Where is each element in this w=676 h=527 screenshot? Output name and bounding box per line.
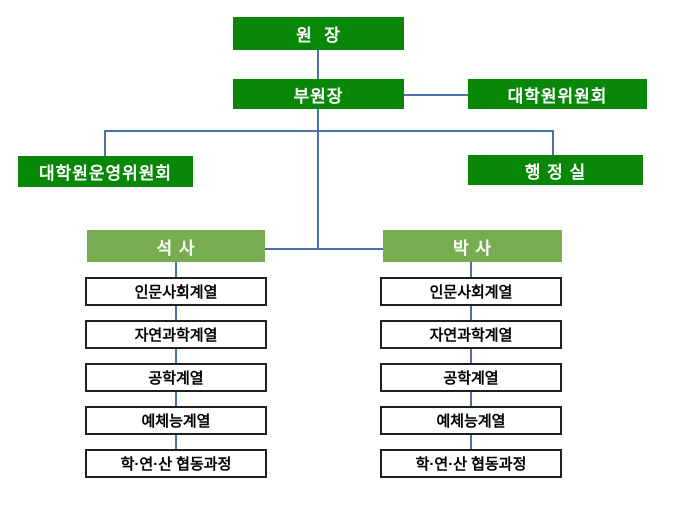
dept-box-doctoral-engineering: 공학계열 [380, 363, 562, 392]
dept-box-doctoral-humanities: 인문사회계열 [380, 277, 562, 306]
org-node-doctoral: 박 사 [383, 230, 562, 262]
connector-steering-stub [104, 130, 106, 156]
connector-left-stub [175, 349, 177, 363]
org-node-steering-committee: 대학원운영위원회 [18, 156, 193, 187]
dept-box-masters-engineering: 공학계열 [85, 363, 267, 392]
connector-left-stub [175, 306, 177, 320]
connector-director-vice [317, 50, 319, 79]
dept-box-masters-cooperative: 학·연·산 협동과정 [85, 449, 267, 478]
connector-right-stub [470, 349, 472, 363]
connector-left-stub [175, 262, 177, 277]
connector-masters-doctoral [265, 248, 383, 250]
org-node-masters: 석 사 [87, 230, 265, 262]
connector-left-stub [175, 435, 177, 449]
dept-box-doctoral-arts-sports: 예체능계열 [380, 406, 562, 435]
org-node-director: 원 장 [233, 17, 404, 50]
connector-vice-trunk [317, 109, 319, 250]
connector-admin-stub [552, 130, 554, 155]
connector-left-stub [175, 392, 177, 406]
connector-right-stub [470, 435, 472, 449]
dept-box-doctoral-cooperative: 학·연·산 협동과정 [380, 449, 562, 478]
dept-box-masters-natural-sciences: 자연과학계열 [85, 320, 267, 349]
connector-vice-committee [400, 94, 468, 96]
org-node-admin-office: 행 정 실 [468, 155, 643, 185]
org-node-graduate-committee: 대학원위원회 [468, 79, 647, 109]
connector-right-stub [470, 392, 472, 406]
connector-right-stub [470, 262, 472, 277]
dept-box-masters-humanities: 인문사회계열 [85, 277, 267, 306]
connector-main-horizontal [104, 130, 554, 132]
org-node-vice-director: 부원장 [233, 79, 404, 109]
dept-box-doctoral-natural-sciences: 자연과학계열 [380, 320, 562, 349]
dept-box-masters-arts-sports: 예체능계열 [85, 406, 267, 435]
connector-right-stub [470, 306, 472, 320]
